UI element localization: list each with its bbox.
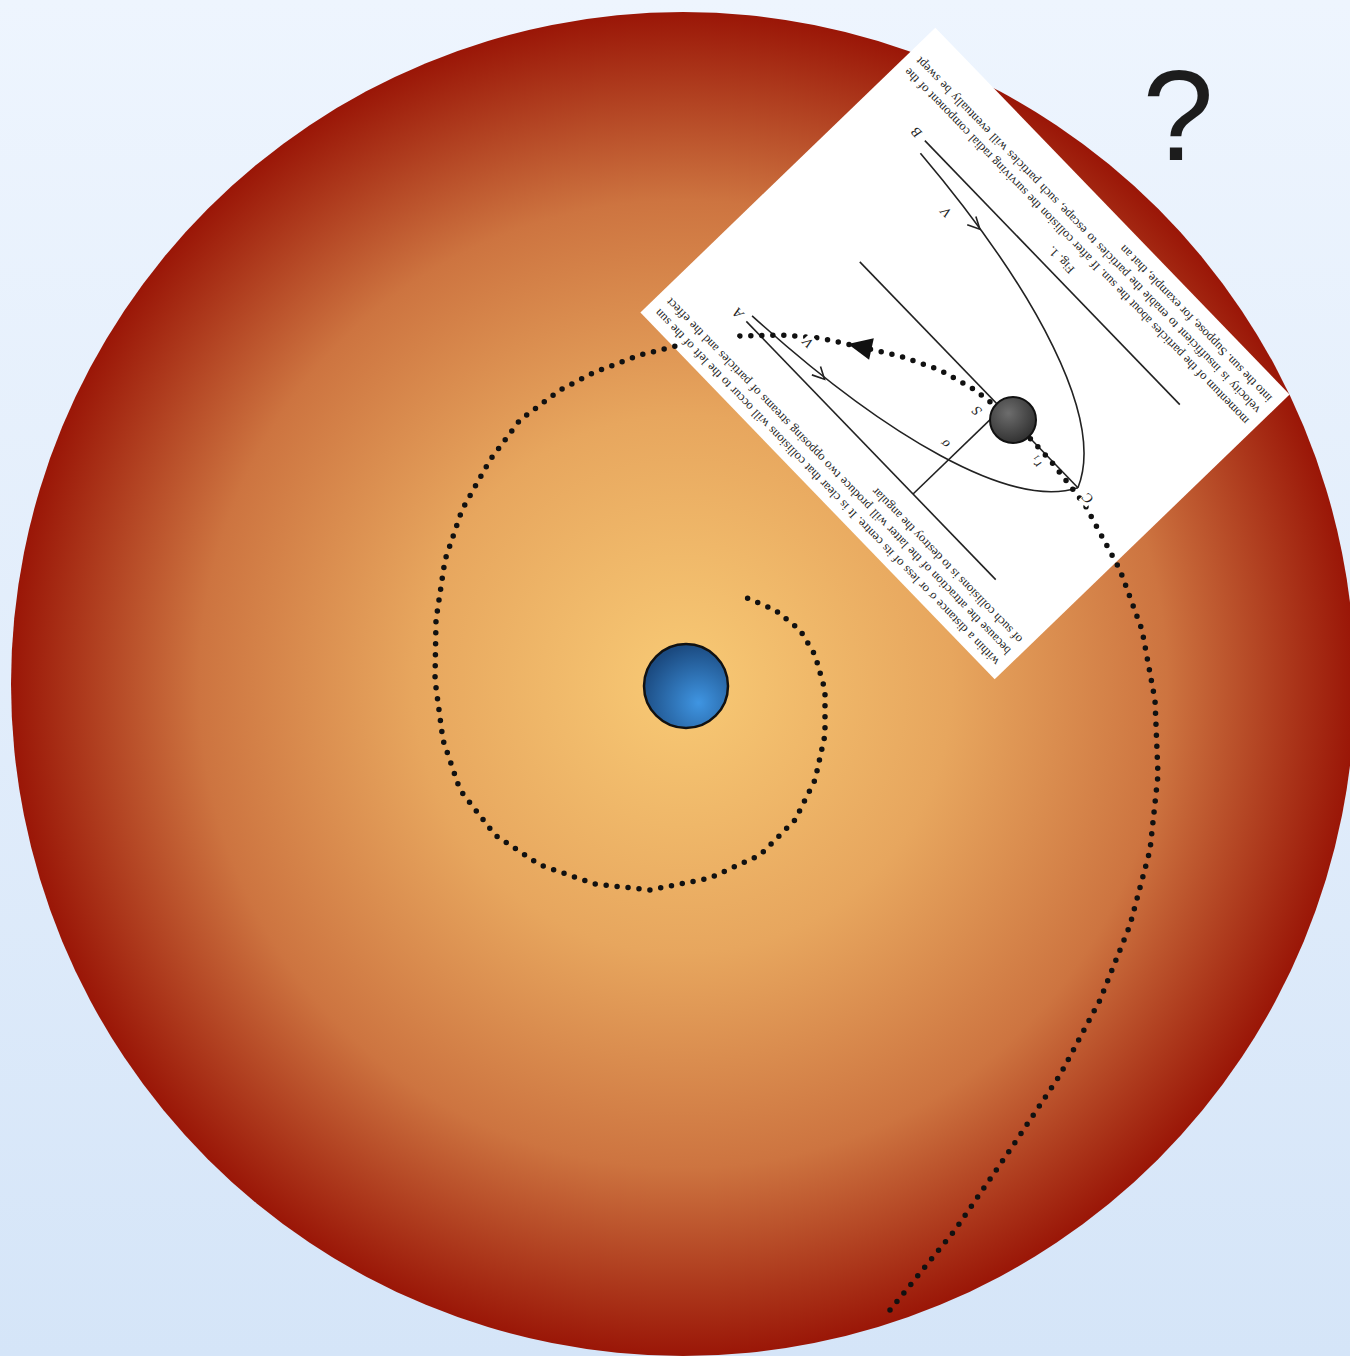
figure-letter: V <box>799 333 817 351</box>
body-text: momentum of the particles about the sun.… <box>901 42 1276 428</box>
spiral-path <box>435 335 1158 1310</box>
figure-letter: A <box>729 304 747 322</box>
paper-fragment <box>640 28 1289 680</box>
figure-letter: V <box>937 203 955 221</box>
question-mark: ? <box>1142 52 1213 180</box>
particle <box>990 397 1036 443</box>
body-text: within a distance σ or less of its centr… <box>651 283 1026 669</box>
orbit-figure <box>742 141 1180 581</box>
stream-curve <box>752 236 1078 568</box>
path-arrowhead <box>848 338 874 360</box>
figure-letter: S <box>968 402 985 419</box>
gas-cloud <box>11 12 1350 1356</box>
figure-letter: σ <box>937 435 954 452</box>
star <box>644 644 728 728</box>
flow-arrow <box>812 367 829 384</box>
figure-letter: B <box>907 123 925 141</box>
sigma-line <box>913 409 1001 494</box>
figure-letter: r₁ <box>1026 453 1045 472</box>
figure-letter: C <box>1078 489 1097 508</box>
stream-curve <box>835 153 1164 487</box>
flow-arrow <box>967 216 984 233</box>
